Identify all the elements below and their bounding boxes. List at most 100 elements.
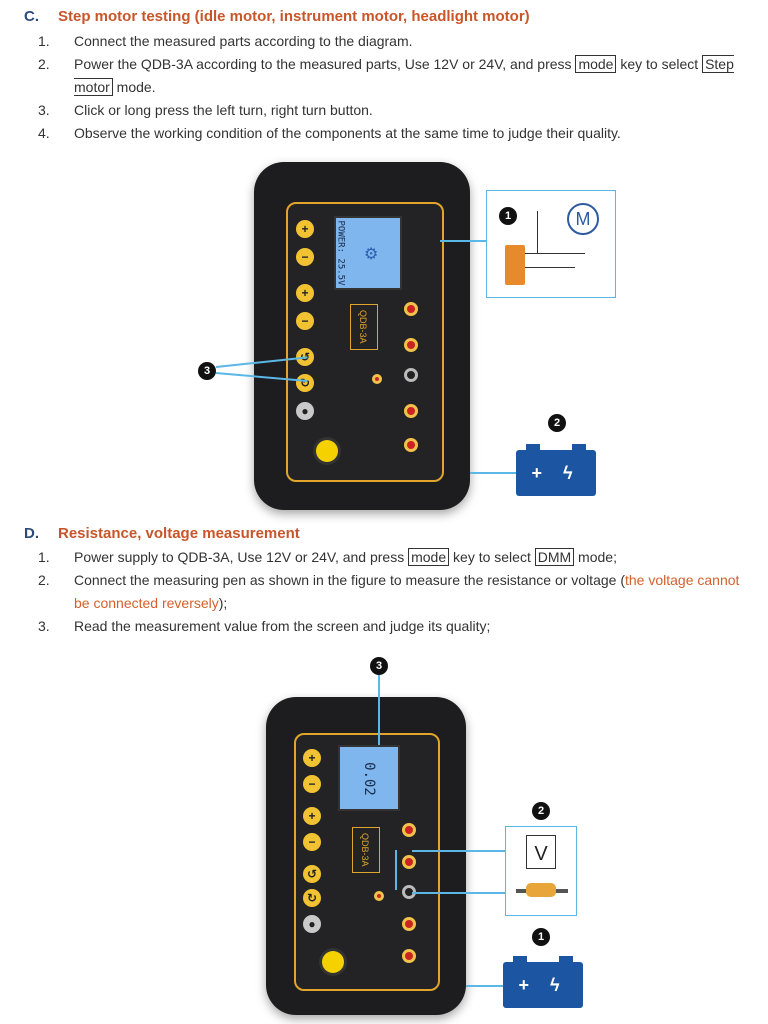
jack-red-4[interactable] bbox=[404, 438, 418, 452]
step-text: Power the QDB-3A according to the measur… bbox=[74, 56, 576, 72]
step-number: 2. bbox=[38, 56, 50, 72]
warning-text: the voltage cannot be connected reversel… bbox=[74, 572, 740, 611]
qdb-device-d: 0.02 + − + − ↺ ↻ ● QDB-3A bbox=[266, 697, 466, 1015]
battery-line bbox=[470, 472, 516, 474]
plus-button-2[interactable]: + bbox=[303, 807, 321, 825]
plus-button-2[interactable]: + bbox=[296, 284, 314, 302]
step-number: 1. bbox=[38, 549, 50, 565]
left-turn-button[interactable]: ↺ bbox=[303, 865, 321, 883]
right-turn-button[interactable]: ↻ bbox=[303, 889, 321, 907]
motor-connector-box: 1 M bbox=[486, 190, 616, 298]
jack-red-1[interactable] bbox=[404, 302, 418, 316]
mode-button[interactable]: ● bbox=[296, 402, 314, 420]
probe-line bbox=[412, 850, 505, 852]
wire-line bbox=[525, 267, 575, 268]
section-c-heading: Step motor testing (idle motor, instrume… bbox=[58, 8, 530, 25]
step-number: 1. bbox=[38, 33, 50, 49]
jack-red-4[interactable] bbox=[402, 949, 416, 963]
jack-small[interactable] bbox=[372, 374, 382, 384]
jack-red-2[interactable] bbox=[402, 855, 416, 869]
step-text: mode. bbox=[112, 79, 156, 95]
step-text: Power supply to QDB-3A, Use 12V or 24V, … bbox=[74, 549, 409, 565]
section-c-title: C. Step motor testing (idle motor, instru… bbox=[24, 8, 530, 25]
section-c-steps: 1. Connect the measured parts according t… bbox=[38, 30, 758, 145]
section-d-title: D. Resistance, voltage measurement bbox=[24, 525, 300, 542]
section-d-heading: Resistance, voltage measurement bbox=[58, 525, 300, 542]
battery-line bbox=[466, 985, 503, 987]
jack-small[interactable] bbox=[374, 891, 384, 901]
step-text: Read the measurement value from the scre… bbox=[74, 618, 491, 634]
motor-icon: M bbox=[567, 203, 599, 235]
wire-line bbox=[537, 211, 538, 253]
mode-key-label: mode bbox=[575, 55, 617, 73]
battery-icon: + ϟ − bbox=[516, 444, 596, 529]
selector-knob[interactable] bbox=[316, 440, 338, 462]
minus-button-1[interactable]: − bbox=[296, 248, 314, 266]
probe-box: V bbox=[505, 826, 577, 916]
voltmeter-icon: V bbox=[526, 835, 556, 869]
screen-readout: POWER: 25.5V bbox=[335, 220, 346, 286]
connector-icon bbox=[505, 245, 525, 285]
step-text: Connect the measuring pen as shown in th… bbox=[74, 572, 625, 588]
device-logo: QDB-3A bbox=[352, 827, 380, 873]
minus-button-1[interactable]: − bbox=[303, 775, 321, 793]
step-motor-mode-label: Step motor bbox=[74, 55, 734, 96]
badge-2: 2 bbox=[548, 414, 566, 432]
step-number: 3. bbox=[38, 618, 50, 634]
list-item: 1. Power supply to QDB-3A, Use 12V or 24V… bbox=[38, 546, 758, 569]
step-text: key to select bbox=[449, 549, 535, 565]
step-number: 4. bbox=[38, 125, 50, 141]
jack-red-1[interactable] bbox=[402, 823, 416, 837]
badge-3: 3 bbox=[198, 362, 216, 380]
wire-line bbox=[525, 253, 585, 254]
probe-line bbox=[395, 850, 397, 890]
right-turn-button[interactable]: ↻ bbox=[296, 374, 314, 392]
list-item: 4. Observe the working condition of the c… bbox=[38, 122, 758, 145]
minus-button-2[interactable]: − bbox=[296, 312, 314, 330]
badge-1: 1 bbox=[532, 928, 550, 946]
selector-knob[interactable] bbox=[322, 951, 344, 973]
badge-2: 2 bbox=[532, 802, 550, 820]
step-text: key to select bbox=[616, 56, 703, 72]
step-text: Observe the working condition of the com… bbox=[74, 125, 621, 141]
step-number: 2. bbox=[38, 572, 50, 588]
minus-button-2[interactable]: − bbox=[303, 833, 321, 851]
mode-key-label: mode bbox=[408, 548, 450, 566]
list-item: 2. Power the QDB-3A according to the meas… bbox=[38, 53, 758, 99]
gear-icon: ⚙ bbox=[364, 246, 379, 263]
step-text: Click or long press the left turn, right… bbox=[74, 102, 373, 118]
list-item: 3. Read the measurement value from the sc… bbox=[38, 615, 758, 638]
section-d-letter: D. bbox=[24, 525, 39, 542]
step-number: 3. bbox=[38, 102, 50, 118]
connector-line bbox=[440, 240, 486, 242]
section-c-letter: C. bbox=[24, 8, 39, 25]
device-logo: QDB-3A bbox=[350, 304, 378, 350]
jack-black-1[interactable] bbox=[404, 368, 418, 382]
list-item: 2. Connect the measuring pen as shown in … bbox=[38, 569, 758, 615]
device-panel: POWER: 25.5V ⚙ + − + − ↺ ↻ ● QDB-3A bbox=[286, 202, 444, 482]
probe-line bbox=[412, 892, 505, 894]
callout-line bbox=[378, 675, 380, 745]
battery-icon: + ϟ − bbox=[503, 956, 583, 1024]
jack-red-3[interactable] bbox=[404, 404, 418, 418]
step-text: Connect the measured parts according to … bbox=[74, 33, 413, 49]
device-screen: 0.02 bbox=[338, 745, 400, 811]
list-item: 3. Click or long press the left turn, rig… bbox=[38, 99, 758, 122]
plus-button-1[interactable]: + bbox=[303, 749, 321, 767]
list-item: 1. Connect the measured parts according t… bbox=[38, 30, 758, 53]
jack-red-2[interactable] bbox=[404, 338, 418, 352]
section-d-steps: 1. Power supply to QDB-3A, Use 12V or 24V… bbox=[38, 546, 758, 638]
dmm-mode-label: DMM bbox=[534, 548, 575, 566]
screen-readout: 0.02 bbox=[360, 762, 377, 796]
device-panel: 0.02 + − + − ↺ ↻ ● QDB-3A bbox=[294, 733, 440, 991]
resistor-icon bbox=[526, 883, 556, 897]
mode-button[interactable]: ● bbox=[303, 915, 321, 933]
badge-3: 3 bbox=[370, 657, 388, 675]
qdb-device-c: POWER: 25.5V ⚙ + − + − ↺ ↻ ● QDB-3A bbox=[254, 162, 470, 510]
badge-1: 1 bbox=[499, 207, 517, 225]
device-screen: POWER: 25.5V ⚙ bbox=[334, 216, 402, 290]
step-text: mode; bbox=[574, 549, 617, 565]
jack-red-3[interactable] bbox=[402, 917, 416, 931]
step-text: ); bbox=[218, 595, 228, 611]
plus-button-1[interactable]: + bbox=[296, 220, 314, 238]
